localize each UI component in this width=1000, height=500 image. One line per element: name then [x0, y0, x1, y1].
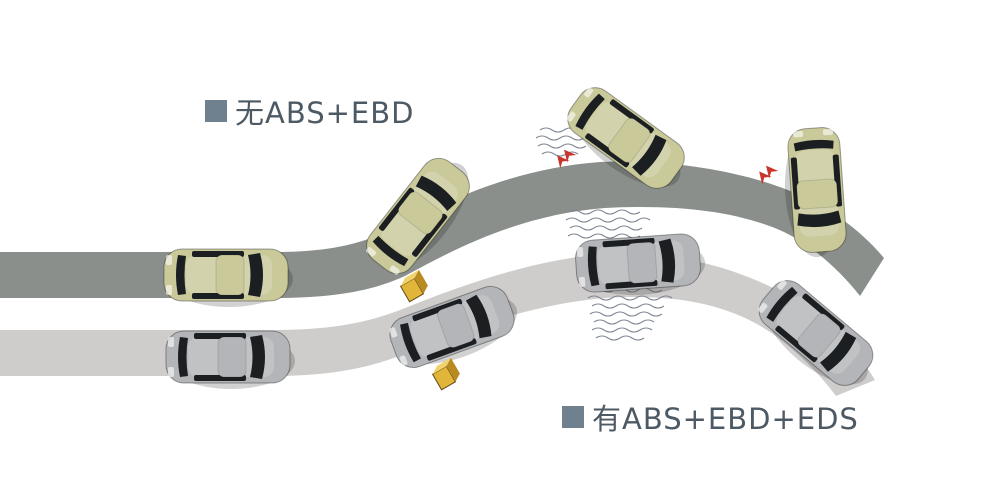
car-without-abs-3 [566, 87, 685, 189]
skid-marks-middle [565, 209, 651, 239]
legend-swatch [205, 100, 227, 122]
warning-marker-icon [399, 269, 428, 303]
car-with-abs-4 [757, 279, 874, 386]
legend-with-abs: 有ABS+EBD+EDS [562, 396, 859, 438]
legend-without-abs: 无ABS+EBD [205, 90, 414, 132]
legend-label-with-abs: 有ABS+EBD+EDS [592, 402, 859, 436]
legend-swatch [562, 406, 584, 428]
car-with-abs-3 [575, 233, 706, 296]
car-with-abs-2 [389, 285, 518, 369]
car-with-abs-1 [165, 330, 295, 389]
warning-marker-icon [431, 357, 460, 391]
car-without-abs-2 [366, 157, 470, 275]
skid-arrow-icon [557, 149, 577, 169]
skid-arrow-icon [759, 165, 779, 185]
car-without-abs-4 [784, 127, 847, 258]
car-without-abs-1 [163, 248, 293, 307]
legend-label-without-abs: 无ABS+EBD [235, 96, 415, 130]
